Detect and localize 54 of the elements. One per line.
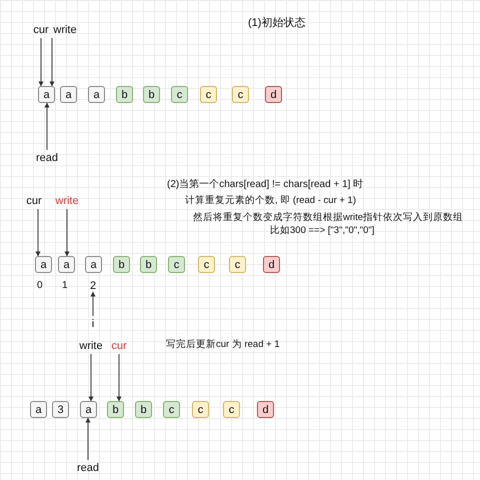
index-label: 1 <box>62 280 68 292</box>
array-cell: c <box>171 86 188 103</box>
pointer-label: write <box>52 23 78 36</box>
array-cell: c <box>200 86 217 103</box>
arrow <box>36 208 40 256</box>
array-cell: b <box>140 256 157 273</box>
arrow <box>88 354 94 402</box>
array-cell: c <box>192 401 209 418</box>
index-label: 2 <box>88 279 98 292</box>
array-cell: a <box>88 86 105 103</box>
array-cell: d <box>257 401 274 418</box>
array-cell: c <box>168 256 185 273</box>
array-cell: d <box>265 86 282 103</box>
array-cell: c <box>163 401 180 418</box>
section-heading: (2)当第一个chars[read] != chars[read + 1] 时 <box>167 179 364 191</box>
array-cell: c <box>232 86 249 103</box>
arrow <box>64 208 70 256</box>
array-cell: b <box>113 256 130 273</box>
array-cell: a <box>60 86 77 103</box>
array-cell: a <box>30 401 47 418</box>
array-cell: c <box>198 256 215 273</box>
array-cell: a <box>38 86 55 103</box>
array-cell: b <box>143 86 160 103</box>
array-cell: b <box>135 401 152 418</box>
array-cell: d <box>263 256 280 273</box>
pointer-label: cur <box>30 23 52 36</box>
array-cell: a <box>58 256 75 273</box>
pointer-label: read <box>35 151 59 164</box>
array-cell: a <box>35 256 52 273</box>
pointer-label: cur <box>108 339 130 352</box>
arrow <box>116 354 122 402</box>
note-text: 然后将重复个数变成字符数组根据write指针依次写入到原数组 <box>193 212 464 224</box>
section-heading: (1)初始状态 <box>248 17 306 29</box>
arrow <box>90 292 96 316</box>
arrow <box>38 38 44 86</box>
array-cell: 3 <box>52 401 69 418</box>
arrow <box>44 102 50 150</box>
note-text: 比如300 ==> ["3","0","0"] <box>270 225 374 237</box>
pointer-label: write <box>78 339 104 352</box>
note-text: 计算重复元素的个数, 即 (read - cur + 1) <box>185 195 356 207</box>
pointer-label: write <box>54 194 80 207</box>
array-cell: b <box>116 86 133 103</box>
note-text: 写完后更新cur 为 read + 1 <box>166 339 280 351</box>
array-cell: b <box>107 401 124 418</box>
arrow <box>86 418 90 460</box>
array-cell: c <box>223 401 240 418</box>
array-cell: c <box>229 256 246 273</box>
array-cell: a <box>80 401 97 418</box>
pointer-label: cur <box>23 194 45 207</box>
pointer-label: read <box>76 461 100 474</box>
pointer-label: i <box>89 317 97 330</box>
array-cell: a <box>85 256 102 273</box>
arrow <box>50 38 54 86</box>
index-label: 0 <box>37 280 43 292</box>
